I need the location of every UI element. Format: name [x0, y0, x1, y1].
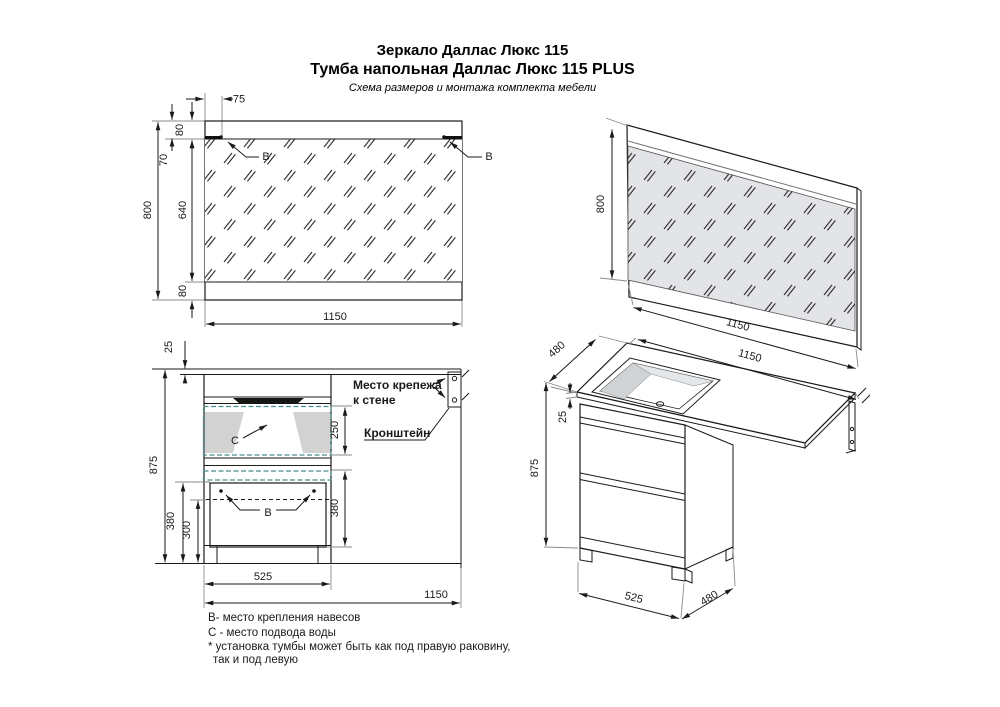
- sink-drain: [655, 401, 665, 407]
- label-b-right: B: [485, 151, 492, 163]
- wall-bracket-persp: [848, 400, 856, 452]
- sink-zone-outline: [202, 405, 332, 456]
- note-asterisk-2: так и под левую: [213, 654, 298, 666]
- wall-bracket-front: [447, 371, 462, 408]
- hinge-point-right: [312, 489, 316, 493]
- dim-countertop-persp-width: 1150: [737, 347, 763, 365]
- mirror-persp-glass-hatch: [628, 146, 855, 331]
- notes: В- место крепления навесов С - место под…: [208, 612, 510, 666]
- dim-countertop-depth: 480: [546, 339, 568, 360]
- dim-cabinet-persp-depth: 480: [698, 589, 720, 609]
- mount-point-right: [442, 135, 446, 139]
- note-b: В- место крепления навесов: [208, 612, 360, 624]
- dim-countertop-persp-thickness: 25: [557, 411, 569, 423]
- dim-cabinet-width: 525: [254, 571, 272, 583]
- sink-front-edge: [233, 398, 304, 404]
- mount-point-left: [219, 135, 223, 139]
- dim-countertop-thickness: 25: [163, 341, 175, 353]
- cabinet-front-view: C B Место крепежа к стене Кронштейн 25: [148, 341, 470, 608]
- dim-handle-height: 300: [181, 521, 193, 539]
- label-b-left: B: [262, 151, 269, 163]
- dim-mirror-height: 800: [142, 201, 154, 219]
- dim-drawer-zone: 380: [329, 499, 341, 517]
- dim-sink-zone: 250: [329, 421, 341, 439]
- sink-side-right: [293, 412, 330, 453]
- title-subtitle: Схема размеров и монтажа комплекта мебел…: [348, 82, 597, 94]
- dim-mirror-top-band: 80: [174, 124, 186, 136]
- cabinet-front-panel: [579, 403, 686, 570]
- title-mirror: Зеркало Даллас Люкс 115: [376, 42, 569, 59]
- label-wall-mount-1: Место крепежа: [353, 378, 442, 392]
- dim-mirror-persp-height: 800: [595, 195, 607, 213]
- note-c: С - место подвода воды: [208, 627, 336, 639]
- label-wall-mount-2: к стене: [353, 393, 396, 407]
- label-b: B: [264, 507, 271, 519]
- label-c: C: [231, 435, 239, 447]
- dim-cabinet-persp-width: 525: [623, 590, 644, 606]
- dim-mirror-width: 1150: [323, 311, 347, 323]
- label-bracket: Кронштейн: [364, 426, 430, 440]
- dim-countertop-width: 1150: [424, 589, 448, 601]
- hidden-drawer-outline: [202, 470, 332, 481]
- hinge-point-left: [219, 489, 223, 493]
- dim-mirror-bottom-band: 80: [177, 285, 189, 297]
- dim-mirror-glass-height: 640: [177, 201, 189, 219]
- mirror-glass-hatch: [205, 139, 462, 282]
- dim-mirror-mount-offset: 75: [233, 94, 245, 106]
- mirror-perspective-view: 800 1150: [595, 117, 862, 369]
- dim-cabinet-persp-height: 875: [529, 459, 541, 477]
- note-asterisk-1: * установка тумбы может быть как под пра…: [208, 641, 510, 653]
- dim-cabinet-height: 875: [148, 456, 160, 474]
- cabinet-perspective-view: 480 1150 25 875 525 480: [529, 335, 871, 620]
- title-cabinet: Тумба напольная Даллас Люкс 115 PLUS: [310, 61, 635, 78]
- drawer-front: [209, 482, 327, 548]
- sink-side-left: [205, 412, 244, 453]
- drawing-title: Зеркало Даллас Люкс 115 Тумба напольная …: [0, 42, 945, 94]
- dim-mirror-mount-height: 70: [158, 154, 170, 166]
- dim-mirror-persp-width: 1150: [725, 316, 751, 334]
- mirror-front-view: B B 75 80 70 800 640 80 1: [142, 93, 493, 327]
- dim-drawer-height-left: 380: [165, 512, 177, 530]
- cabinet-side-panel: [684, 424, 734, 570]
